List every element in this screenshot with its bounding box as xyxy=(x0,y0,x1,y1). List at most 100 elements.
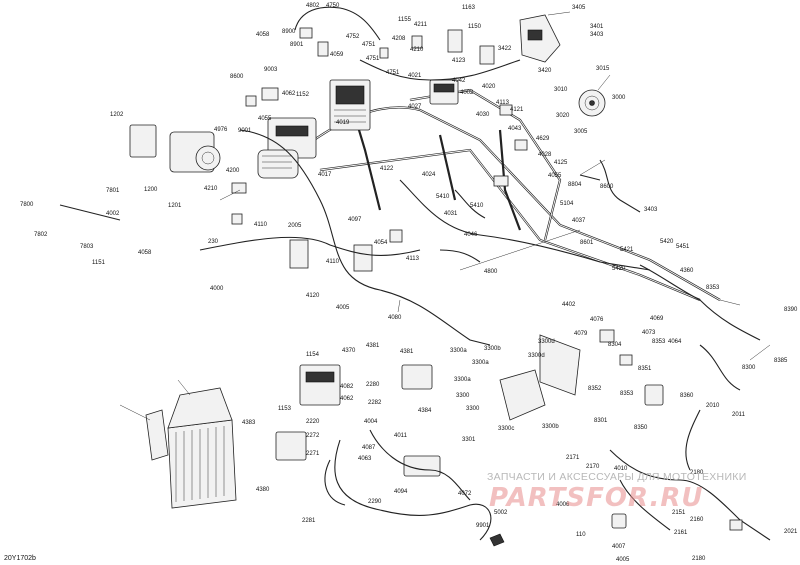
callout: 4020 xyxy=(482,84,496,90)
callout: 4380 xyxy=(256,487,270,493)
callout: 4043 xyxy=(508,126,522,132)
callout: 3300a xyxy=(454,377,471,383)
horn xyxy=(578,89,606,117)
callout: 8901 xyxy=(290,42,304,48)
callout: 4113 xyxy=(496,100,510,106)
watermark-text: ЗАПЧАСТИ И АКСЕССУАРЫ ДЛЯ МОТОТЕХНИКИ xyxy=(487,471,747,483)
callout: 4208 xyxy=(392,36,406,42)
lower-harness xyxy=(324,409,771,547)
callout: 2011 xyxy=(732,412,746,418)
callout: 8304 xyxy=(608,342,622,348)
callout: 4629 xyxy=(536,136,550,142)
callout: 4384 xyxy=(418,408,432,414)
callout: 2161 xyxy=(674,530,688,536)
callout: 4082 xyxy=(340,384,354,390)
callout: 4122 xyxy=(380,166,394,172)
callout: 4007 xyxy=(612,544,626,550)
callout: 5410 xyxy=(470,203,484,209)
harness-wires xyxy=(59,6,761,391)
callout: 3300 xyxy=(456,393,470,399)
callout: 4113 xyxy=(406,256,420,262)
callout: 4750 xyxy=(326,3,340,9)
callout: 8600 xyxy=(230,74,244,80)
callout: 3403 xyxy=(644,207,658,213)
callout: 3020 xyxy=(556,113,570,119)
callout: 2220 xyxy=(306,419,320,425)
callout: 4383 xyxy=(242,420,256,426)
callout: 1200 xyxy=(144,187,158,193)
callout: 4027 xyxy=(408,104,422,110)
ecm-module xyxy=(329,79,371,131)
callout: 2271 xyxy=(306,451,320,457)
callout: 3300 xyxy=(466,406,480,412)
callout: 7800 xyxy=(20,202,34,208)
callout: 4097 xyxy=(348,217,362,223)
callout: 1202 xyxy=(110,112,124,118)
callout: 4019 xyxy=(336,120,350,126)
callout: 8900 xyxy=(282,29,296,35)
callout: 9001 xyxy=(238,128,252,134)
diagram-reference-code: 20Y1702b xyxy=(4,555,36,562)
callout: 4210 xyxy=(410,47,424,53)
callout: 4059 xyxy=(330,52,344,58)
callout: 4063 xyxy=(358,456,372,462)
callout: 4021 xyxy=(408,73,422,79)
callout: 4079 xyxy=(574,331,588,337)
callout: 4076 xyxy=(590,317,604,323)
callout: 3401 xyxy=(590,24,604,30)
callout: 4000 xyxy=(210,286,224,292)
callout: 8385 xyxy=(774,358,788,364)
callout: 4069 xyxy=(650,316,664,322)
callout: 8300 xyxy=(742,365,756,371)
callout: 230 xyxy=(208,239,219,245)
relay-blocks xyxy=(275,329,664,477)
callout: 9901 xyxy=(476,523,490,529)
callout: 4121 xyxy=(510,107,524,113)
callout: 2021 xyxy=(784,529,798,535)
callout: 4006 xyxy=(556,502,570,508)
callout: 2160 xyxy=(690,517,704,523)
callout: 4751 xyxy=(366,56,380,62)
callout: 5104 xyxy=(560,201,574,207)
callout: 1154 xyxy=(306,352,320,358)
callout: 4110 xyxy=(254,222,268,228)
engine-module xyxy=(257,117,317,179)
callout: 4752 xyxy=(346,34,360,40)
callout: 3405 xyxy=(572,5,586,11)
callout: 4120 xyxy=(306,293,320,299)
callout: 4110 xyxy=(326,259,340,265)
callout: 3010 xyxy=(554,87,568,93)
callout: 3422 xyxy=(498,46,512,52)
callout: 4094 xyxy=(394,489,408,495)
callout: 1152 xyxy=(296,92,310,98)
callout: 4017 xyxy=(318,172,332,178)
callout-labels: 4802 4750 1155 1163 3405 4058 8900 4752 … xyxy=(20,3,798,563)
callout: 4058 xyxy=(138,250,152,256)
callout: 4046 xyxy=(464,232,478,238)
callout: 4072 xyxy=(458,491,472,497)
callout: 4031 xyxy=(444,211,458,217)
callout: 5002 xyxy=(494,510,508,516)
callout: 1155 xyxy=(398,17,412,23)
callout: 2180 xyxy=(692,556,706,562)
callout: 2281 xyxy=(302,518,316,524)
callout: 8353 xyxy=(652,339,666,345)
callout: 3300c xyxy=(498,426,514,432)
callout: 9003 xyxy=(264,67,278,73)
callout: 3403 xyxy=(590,32,604,38)
callout: 2280 xyxy=(366,382,380,388)
callout: 5410 xyxy=(436,194,450,200)
callout: 3300a xyxy=(472,360,489,366)
callout: 4062 xyxy=(282,91,296,97)
callout: 4002 xyxy=(460,90,474,96)
callout: 4028 xyxy=(538,152,552,158)
callout: 8353 xyxy=(706,285,720,291)
callout: 8301 xyxy=(594,418,608,424)
abs-module xyxy=(129,124,221,173)
callout: 3301 xyxy=(462,437,476,443)
callout: 3300d xyxy=(538,339,555,345)
callout: 4073 xyxy=(642,330,656,336)
callout: 8360 xyxy=(680,393,694,399)
callout: 4080 xyxy=(388,315,402,321)
upper-right-bracket xyxy=(519,14,561,63)
